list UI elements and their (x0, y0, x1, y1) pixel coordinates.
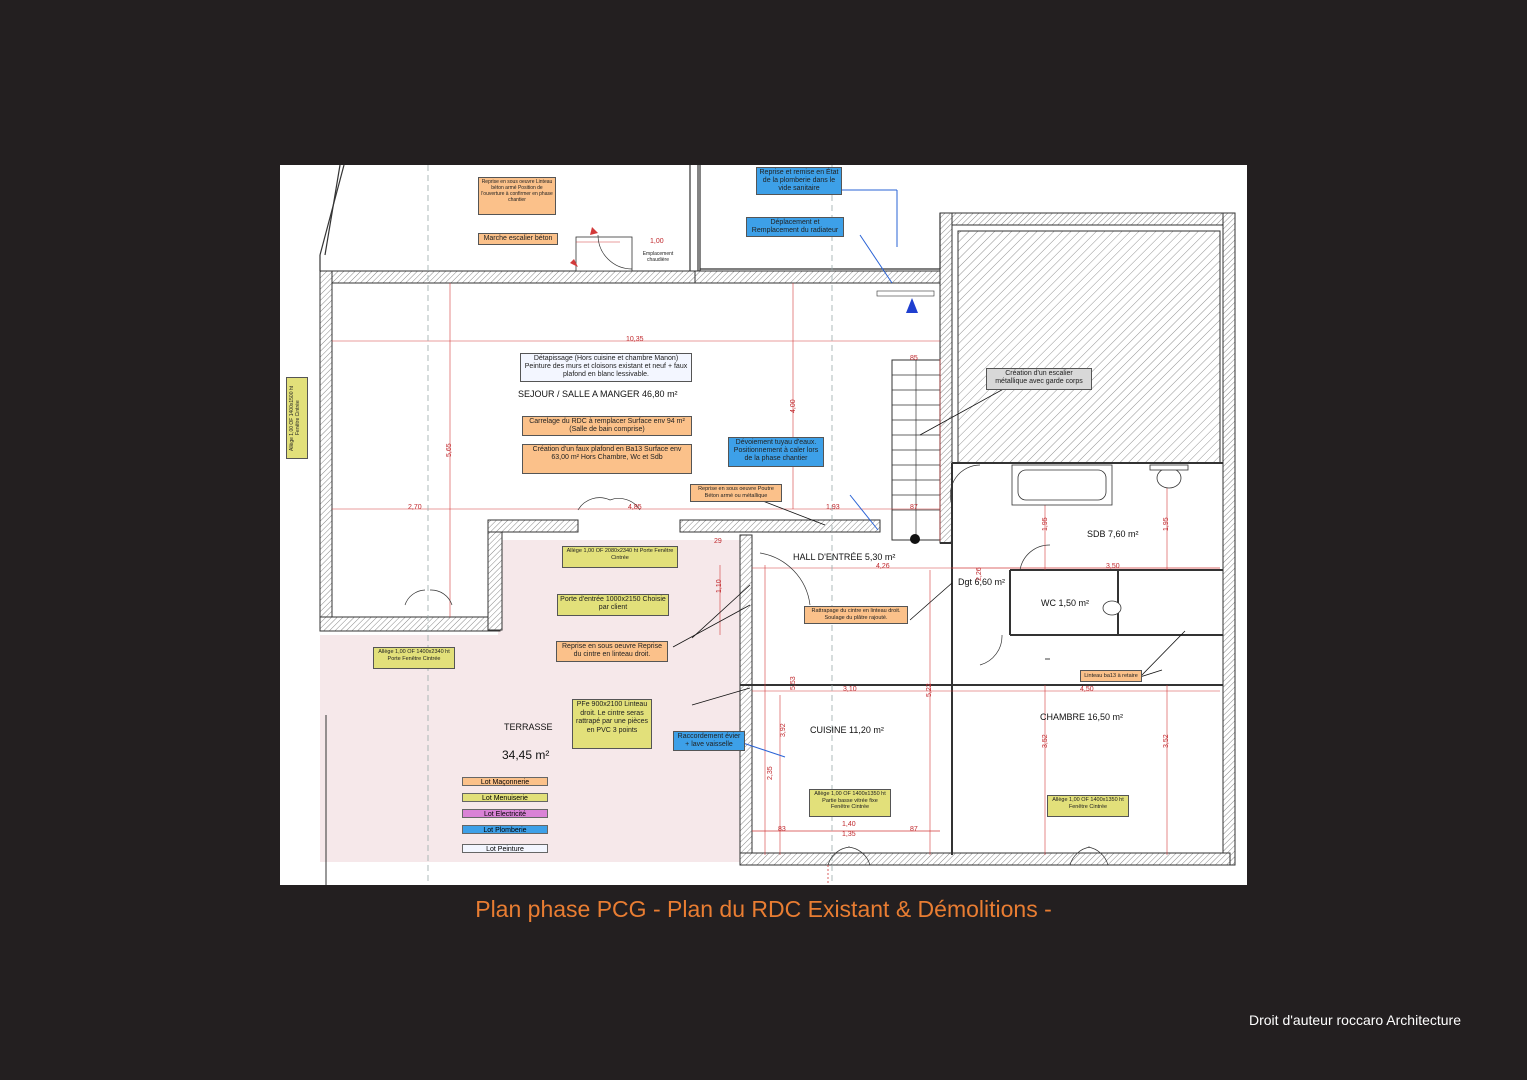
note-marche-escalier: Marche escalier béton (478, 233, 558, 245)
room-sejour: SEJOUR / SALLE A MANGER 46,80 m² (518, 389, 678, 399)
dim-3-92: 3,92 (780, 723, 787, 737)
room-cuisine: CUISINE 11,20 m² (810, 725, 884, 735)
dim-5-22: 5,22 (926, 683, 933, 697)
dim-1-35: 1,35 (842, 831, 856, 838)
dim-1-40: 1,40 (842, 821, 856, 828)
note-reprise-linteau: Reprise en sous oeuvre Linteau béton arm… (478, 177, 556, 215)
note-reprise-poutre: Reprise en sous oeuvre Poutre Béton armé… (690, 484, 782, 502)
dim-2-35: 2,35 (767, 766, 774, 780)
dim-1-93: 1,93 (826, 504, 840, 511)
dim-4-85: 4,85 (628, 504, 642, 511)
dim-87: 87 (910, 504, 918, 511)
note-radiateur: Déplacement et Remplacement du radiateur (746, 217, 844, 237)
note-allege-gauche: Allège 1,00 OF 1400x1500 ht Fenêtre Cint… (286, 377, 308, 459)
room-terrasse-area: 34,45 m² (502, 748, 550, 762)
dim-1-95-b: 1,95 (1163, 517, 1170, 531)
legend-electricite: Lot Electricité (462, 809, 548, 818)
dim-3-10: 3,10 (843, 686, 857, 693)
legend-menuiserie: Lot Menuiserie (462, 793, 548, 802)
dim-87b: 87 (910, 826, 918, 833)
dim-1-95-a: 1,95 (1042, 517, 1049, 531)
dim-10-35: 10,35 (626, 336, 644, 343)
dim-3-52-b: 3,52 (1163, 734, 1170, 748)
terrasse-zone (320, 540, 740, 862)
dim-3-52-a: 3,52 (1042, 734, 1049, 748)
note-raccordement: Raccordement évier + lave vaisselle (673, 731, 745, 751)
dim-1-00: 1,00 (650, 238, 664, 245)
plan-drawing (319, 165, 1236, 885)
dim-2-70: 2,70 (408, 504, 422, 511)
note-plomberie-vide: Reprise et remise en État de la plomberi… (756, 167, 842, 195)
note-allege-cuisine: Allège 1,00 OF 1400x1350 ht Partie basse… (809, 789, 891, 817)
note-detapissage: Détapissage (Hors cuisine et chambre Man… (520, 353, 692, 382)
dim-29: 29 (714, 538, 722, 545)
note-porte-entree: Porte d'entrée 1000x2150 Choisie par cli… (557, 594, 669, 616)
note-allege-terrasse: Allège 1,00 OF 1400x2340 ht Porte Fenêtr… (373, 647, 455, 669)
room-hall: HALL D'ENTRÉE 5,30 m² (793, 552, 896, 562)
dim-2-26: 2,26 (976, 567, 983, 581)
dim-85: 85 (910, 355, 918, 362)
note-rattrapage: Rattrapage du cintre en linteau droit. S… (804, 606, 908, 624)
label-chaudiere: Emplacement chaudière (642, 251, 674, 263)
room-sdb: SDB 7,60 m² (1087, 529, 1139, 539)
note-linteau-ba13: Linteau ba13 à retaire (1080, 670, 1142, 682)
stair-void (957, 230, 1221, 464)
dim-4-50: 4,50 (1080, 686, 1094, 693)
note-pfe: PFe 900x2100 Linteau droit. Le cintre se… (572, 699, 652, 749)
note-devoiement: Dévoiement tuyau d'eaux. Positionnement … (728, 437, 824, 467)
note-carrelage: Carrelage du RDC à remplacer Surface env… (522, 416, 692, 436)
note-escalier: Création d'un escalier métallique avec g… (986, 368, 1092, 390)
dim-3-50: 3,50 (1106, 563, 1120, 570)
dim-83: 83 (778, 826, 786, 833)
room-terrasse: TERRASSE (504, 722, 553, 732)
dim-5-53: 5,53 (790, 676, 797, 690)
dim-1-10: 1,10 (716, 579, 723, 593)
dim-5-65: 5,65 (446, 443, 453, 457)
floor-plan: Reprise en sous oeuvre Linteau béton arm… (280, 165, 1247, 885)
note-allege-chambre: Allège 1,00 OF 1400x1350 ht Fenêtre Cint… (1047, 795, 1129, 817)
room-wc: WC 1,50 m² (1041, 598, 1090, 608)
dim-4-26: 4,26 (876, 563, 890, 570)
legend-maconnerie: Lot Maçonnerie (462, 777, 548, 786)
dim-4-00: 4,00 (790, 399, 797, 413)
room-chambre: CHAMBRE 16,50 m² (1040, 712, 1124, 722)
note-reprise-cintre: Reprise en sous oeuvre Reprise du cintre… (556, 641, 668, 662)
copyright-text: Droit d'auteur roccaro Architecture (1249, 1012, 1461, 1028)
note-allege-porte: Allège 1,00 OF 2080x2340 ht Porte Fenêtr… (562, 546, 678, 568)
legend-peinture: Lot Peinture (462, 844, 548, 853)
page-caption: Plan phase PCG - Plan du RDC Existant & … (475, 896, 1052, 922)
note-faux-plafond: Création d'un faux plafond en Ba13 Surfa… (522, 444, 692, 474)
room-dgt: Dgt 6,60 m² (958, 577, 1006, 587)
legend-plomberie: Lot Plomberie (462, 825, 548, 834)
